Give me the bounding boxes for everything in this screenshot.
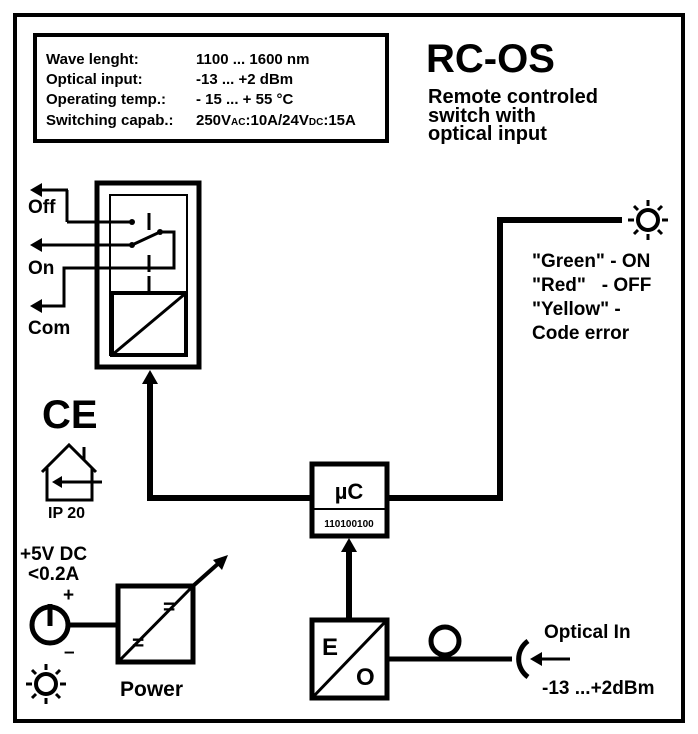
spec-value-operating-temp: - 15 ... + 55 °C bbox=[196, 91, 293, 108]
led-yellow: "Yellow" - bbox=[532, 299, 621, 320]
off-arrow bbox=[30, 183, 42, 197]
spec-box-border bbox=[33, 33, 389, 143]
arrow-to-mcu bbox=[341, 538, 357, 552]
led-green: "Green" - ON bbox=[532, 251, 650, 272]
switch-blade bbox=[131, 230, 161, 247]
switch-sub-dc: DC bbox=[309, 117, 323, 128]
com-arrow bbox=[30, 299, 42, 313]
mcu-label: µC bbox=[335, 479, 364, 504]
led-red: "Red" - OFF bbox=[532, 275, 651, 296]
relay-label-off: Off bbox=[28, 197, 56, 218]
fiber-loop bbox=[428, 624, 462, 658]
switch-v1: 250V bbox=[196, 112, 231, 129]
ip-rating: IP 20 bbox=[48, 505, 85, 522]
description-line-2: switch with bbox=[428, 105, 536, 127]
description-line-3: optical input bbox=[428, 123, 547, 145]
relay-outer-box bbox=[94, 180, 202, 370]
spec-box: Wave lenght: 1100 ... 1600 nm Optical in… bbox=[33, 33, 389, 143]
spec-value-optical-input: -13 ... +2 dBm bbox=[196, 71, 293, 88]
converter-output-arrow bbox=[213, 555, 228, 570]
ce-mark: CE bbox=[42, 393, 98, 437]
power-plus: + bbox=[63, 585, 74, 606]
optical-in-label: Optical In bbox=[544, 622, 631, 643]
power-voltage: +5V DC bbox=[20, 544, 87, 565]
spec-label-switching: Switching capab.: bbox=[46, 112, 174, 129]
optical-in-arrow bbox=[530, 652, 542, 666]
eo-label-o: O bbox=[356, 664, 375, 691]
relay-label-com: Com bbox=[28, 318, 70, 339]
led-code-error: Code error bbox=[532, 323, 630, 344]
on-arrow bbox=[30, 238, 42, 252]
power-minus: – bbox=[64, 642, 75, 663]
mcu-code: 110100100 bbox=[324, 519, 374, 530]
eo-diagonal bbox=[310, 618, 389, 700]
spec-value-switching: 250VAC:10A/24VDC:15A bbox=[196, 112, 356, 129]
relay-coil-diagonal bbox=[111, 291, 187, 357]
com-wire bbox=[40, 266, 150, 308]
spec-label-operating-temp: Operating temp.: bbox=[46, 91, 166, 108]
power-led-icon bbox=[26, 664, 66, 704]
off-contact-dot bbox=[129, 219, 135, 225]
wire-relay-mcu bbox=[147, 382, 312, 501]
outer-frame bbox=[13, 13, 685, 723]
power-jack-icon bbox=[29, 604, 71, 646]
optical-receptacle bbox=[516, 638, 530, 680]
spec-value-wavelength: 1100 ... 1600 nm bbox=[196, 51, 309, 68]
converter-symbol-out: = bbox=[163, 596, 175, 619]
converter-symbol-in: = bbox=[132, 632, 144, 655]
spec-label-wavelength: Wave lenght: bbox=[46, 51, 139, 68]
converter-diagonal bbox=[116, 584, 195, 664]
arrow-to-relay bbox=[142, 370, 158, 384]
converter-output-line bbox=[191, 560, 222, 588]
description-line-1: Remote controled bbox=[428, 86, 598, 108]
ip-house-icon bbox=[40, 442, 102, 502]
device-title: RC-OS bbox=[426, 37, 555, 81]
switch-i1: :10A/24V bbox=[246, 112, 309, 129]
optical-in-range: -13 ...+2dBm bbox=[542, 678, 654, 699]
relay-block bbox=[30, 180, 202, 370]
wire-mcu-led bbox=[387, 217, 622, 501]
converter-box bbox=[115, 583, 196, 665]
switch-i2: :15A bbox=[323, 112, 356, 129]
relay-label-on: On bbox=[28, 258, 54, 279]
eo-label-e: E bbox=[322, 634, 338, 661]
spec-label-optical-input: Optical input: bbox=[46, 71, 143, 88]
com-loop bbox=[150, 230, 176, 270]
power-current: <0.2A bbox=[28, 564, 80, 585]
status-led-icon bbox=[628, 200, 668, 240]
switch-sub-ac: AC bbox=[231, 117, 245, 128]
power-label: Power bbox=[120, 678, 183, 701]
